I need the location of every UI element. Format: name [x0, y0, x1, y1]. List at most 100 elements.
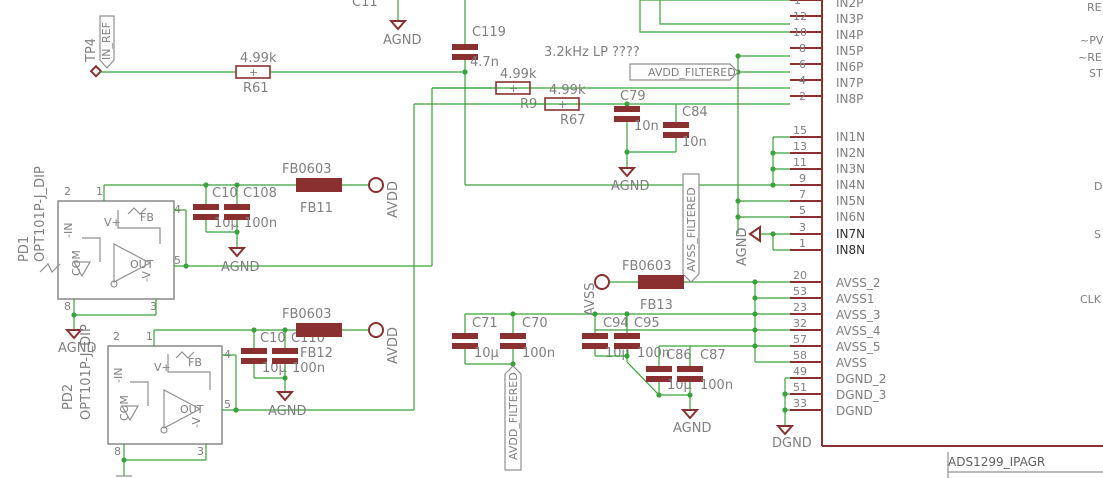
c109-name: C10 — [260, 331, 286, 346]
pd1-pin: 2 — [64, 185, 71, 198]
fb11-name: FB11 — [300, 201, 333, 216]
photodiode-pd2[interactable]: PD2 OPT101P-J_DIP 2 1 4 5 8 3 -IN V+ FB … — [61, 324, 231, 458]
pin-number: 2 — [799, 90, 806, 103]
capacitor-c84[interactable]: C84 10n — [663, 104, 708, 152]
avss-filtered-label: AVSS_FILTERED — [685, 187, 698, 272]
tp4-label: TP4 — [84, 38, 99, 63]
c86-name: C86 — [666, 348, 692, 363]
capacitor-c86[interactable]: C86 10µ — [646, 346, 692, 395]
r61-value: 4.99k — [240, 51, 277, 66]
capacitor-c108[interactable]: C108 100n — [224, 185, 277, 231]
pin-name: IN1N — [836, 130, 865, 144]
pd1-pin: 1 — [96, 185, 103, 198]
capacitor-c94[interactable]: C94 10µ — [582, 314, 630, 361]
pin-number: 11 — [793, 156, 807, 169]
capacitor-c109[interactable]: C10 10µ — [241, 330, 287, 376]
agnd-label: AGND — [611, 179, 649, 194]
pin-number: 20 — [793, 269, 807, 282]
pin-name: IN6P — [836, 60, 863, 74]
adc-pins-n: 15 13 11 9 7 5 3 1 IN1N IN2N IN3N IN4N I… — [790, 124, 865, 257]
pin-name: AVSS_5 — [836, 340, 881, 354]
pd2-pin: 3 — [197, 445, 204, 458]
pd1-pin-label: OUT — [130, 258, 154, 271]
r67-value: 4.99k — [549, 83, 586, 98]
adc-chip[interactable]: ADS1299_IPAGR — [821, 0, 1103, 478]
test-point-tp4[interactable]: TP4 IN_REF — [84, 15, 115, 78]
top-cutoff-text: C11 — [352, 0, 378, 10]
agnd-symbol-pd1: AGND — [58, 329, 96, 356]
c70-value: 100n — [522, 346, 555, 361]
adc-pins-supply: 20 53 23 32 57 58 49 51 33 AVSS_2 AVSS1 … — [790, 269, 886, 418]
capacitor-c95[interactable]: C95 100n — [614, 314, 670, 361]
resistor-r9[interactable]: + 4.99k R9 — [495, 67, 537, 112]
agnd-label: AGND — [673, 421, 711, 436]
c95-name: C95 — [634, 316, 660, 331]
c71-value: 10µ — [474, 346, 499, 361]
pd2-pin: 2 — [113, 330, 120, 343]
pin-number: 51 — [793, 381, 807, 394]
r67-name: R67 — [560, 113, 586, 128]
pin-number: 10 — [793, 26, 807, 39]
pd1-pin-label: -V — [140, 271, 153, 282]
pd2-pin-label: -V — [190, 417, 203, 428]
pin-number: 12 — [793, 10, 807, 23]
agnd-symbol-top: AGND — [383, 0, 421, 48]
pin-number: 1 — [794, 0, 801, 7]
pd1-name: PD1 — [17, 236, 32, 262]
ferrite-fb11[interactable]: FB0603 FB11 — [282, 162, 342, 216]
pd2-pin: 1 — [146, 330, 153, 343]
chip-fragment: ~RE — [1078, 51, 1102, 64]
ferrite-fb12[interactable]: FB0603 FB12 — [282, 307, 342, 361]
pin-name: IN5P — [836, 44, 863, 58]
pin-number: 1 — [799, 237, 806, 250]
adc-input-wires — [432, 0, 790, 251]
capacitor-c70[interactable]: C70 100n — [500, 314, 555, 361]
agnd-symbol-c108: AGND — [221, 247, 259, 275]
pin-number: 58 — [793, 349, 807, 362]
pin-number: 53 — [793, 285, 807, 298]
pin-name: IN2N — [836, 146, 865, 160]
pin-name: IN7P — [836, 76, 863, 90]
avdd-filtered-flag-bottom: AVDD_FILTERED — [504, 365, 522, 471]
svg-text:+: + — [249, 66, 258, 79]
pd2-pin: 8 — [114, 445, 121, 458]
c94-value: 10µ — [605, 346, 630, 361]
resistor-r67[interactable]: + 4.99k R67 — [544, 83, 586, 128]
agnd-label: AGND — [735, 228, 750, 266]
pd1-pin: 3 — [150, 300, 157, 313]
pd1-pin-label: V+ — [104, 216, 121, 229]
pin-name: AVSS_3 — [836, 308, 881, 322]
pin-number: 5 — [799, 204, 806, 217]
fb13-name: FB13 — [640, 298, 673, 313]
pin-number: 32 — [793, 317, 807, 330]
pin-name: IN2P — [836, 0, 863, 10]
ferrite-fb13[interactable]: FB0603 FB13 — [622, 259, 684, 313]
c71-name: C71 — [472, 316, 498, 331]
pin-name: IN7N — [836, 227, 865, 241]
svg-text:+: + — [509, 82, 518, 95]
chip-fragment: CLK — [1080, 293, 1102, 306]
filter-note: 3.2kHz LP ???? — [544, 45, 640, 60]
in-ref-label: IN_REF — [100, 22, 113, 60]
chip-fragment: ST — [1089, 67, 1103, 80]
chip-name: ADS1299_IPAGR — [948, 455, 1045, 469]
agnd-symbol-in7n: AGND — [735, 225, 761, 266]
fb11-value: FB0603 — [282, 162, 331, 177]
capacitor-c71[interactable]: C71 10µ — [452, 314, 499, 361]
r61-name: R61 — [243, 81, 269, 96]
capacitor-c79[interactable]: C79 10n — [614, 89, 659, 134]
fb12-name: FB12 — [300, 346, 333, 361]
capacitor-c87[interactable]: C87 100n — [677, 346, 733, 410]
avss-filtered-flag: AVSS_FILTERED — [682, 173, 700, 283]
pin-name: DGND_2 — [836, 372, 886, 386]
pd2-pin: 5 — [224, 398, 231, 411]
avdd-label: AVDD — [386, 181, 401, 218]
pin-name: IN6N — [836, 210, 865, 224]
r9-value: 4.99k — [500, 67, 537, 82]
capacitor-c119[interactable]: C119 4.7n — [452, 0, 506, 185]
pin-name: IN5N — [836, 194, 865, 208]
pin-number: 57 — [793, 333, 807, 346]
resistor-r61[interactable]: + 4.99k R61 — [235, 51, 277, 96]
avdd-filtered-label: AVDD_FILTERED — [648, 66, 736, 79]
photodiode-pd1[interactable]: PD1 OPT101P-J_DIP 2 1 4 5 8 3 -IN V+ FB … — [17, 166, 181, 313]
